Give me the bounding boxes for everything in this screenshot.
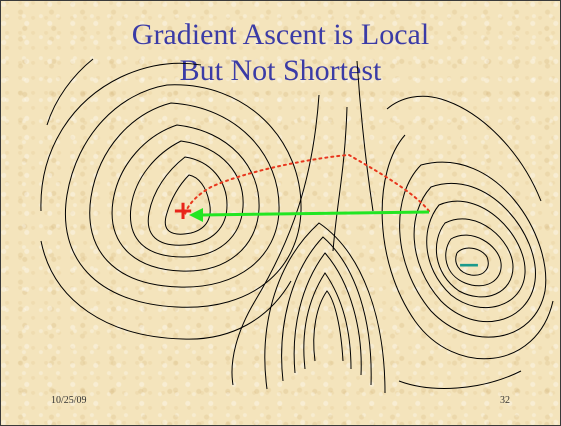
page-number: 32 [500, 395, 510, 406]
right-bottom-arc [398, 370, 522, 389]
right-outer-arc [386, 95, 542, 202]
right-contour-1 [455, 247, 489, 276]
arrow-head [189, 208, 203, 222]
footer-date: 10/25/09 [51, 395, 87, 406]
left-contour-6 [65, 84, 302, 308]
left-contour-4 [111, 124, 260, 272]
title-line-2: But Not Shortest [179, 54, 382, 87]
valley-contour-3 [293, 252, 362, 376]
ridge-line-3 [356, 60, 374, 212]
left-contour-2 [147, 156, 228, 246]
right-contour-2 [445, 234, 502, 287]
ridge-line-2 [332, 106, 348, 252]
valley-contour-2 [303, 272, 352, 370]
valley-contour-4 [281, 236, 372, 386]
left-top-arc [46, 58, 94, 126]
right-contour-3 [435, 218, 514, 298]
valley-contour-5 [264, 222, 386, 394]
valley-contour-1 [313, 290, 344, 362]
shortest-path-arrow [200, 210, 430, 217]
right-contour-4 [426, 200, 526, 309]
minimum-marker: — [459, 252, 479, 276]
gradient-ascent-path [184, 153, 430, 216]
ridge-line-1 [231, 94, 320, 386]
left-bottom-arc [40, 240, 292, 340]
left-contour-3 [129, 140, 244, 258]
right-contour-5 [413, 182, 536, 323]
contour-lines [40, 58, 554, 394]
left-outer-arc [40, 62, 202, 212]
slide-title: Gradient Ascent is Local But Not Shortes… [1, 17, 560, 89]
left-contour-5 [89, 102, 280, 288]
right-contour-6 [399, 161, 547, 338]
right-contour-7 [381, 134, 554, 360]
maximum-marker: + [172, 196, 194, 226]
title-line-1: Gradient Ascent is Local [131, 18, 430, 51]
